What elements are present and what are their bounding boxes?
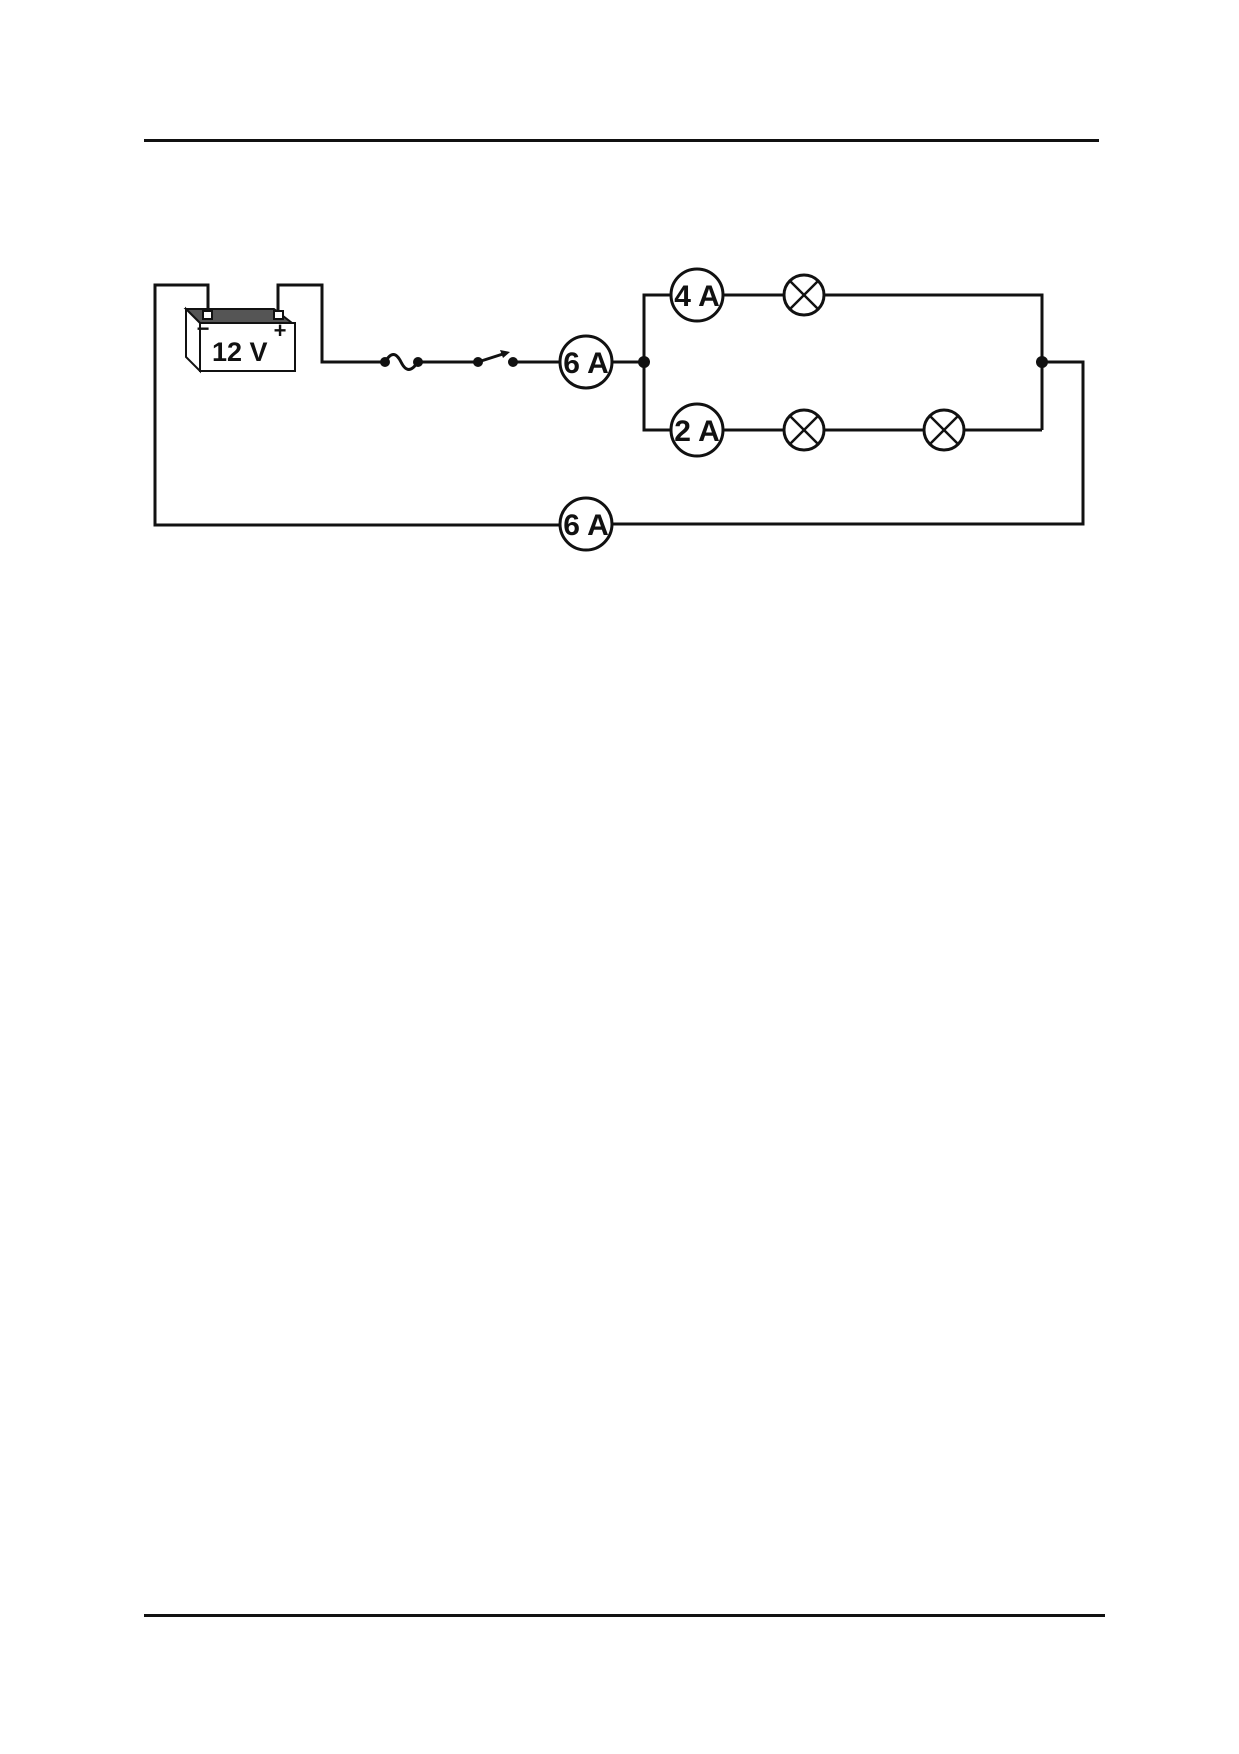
fuse-contact-left: [380, 357, 390, 367]
wire-return-line: [612, 360, 1085, 526]
ammeter-upper-branch: 4 A: [669, 267, 725, 323]
switch-lever-tip: [500, 350, 510, 358]
ammeter-lower-branch: 2 A: [669, 402, 725, 458]
switch-contact-left: [473, 357, 483, 367]
battery-positive-sign: +: [274, 318, 287, 343]
circuit-diagram: − + 12 V 6 A 4 A 2 A 6 A: [153, 267, 1085, 552]
ammeter-main: 6 A: [558, 334, 614, 390]
header-rule: [144, 139, 1099, 142]
ammeter-upper-reading: 4 A: [674, 280, 720, 313]
battery-negative-sign: −: [197, 316, 210, 341]
ammeter-return-line: 6 A: [558, 496, 614, 552]
wire-negative-lead: [153, 283, 560, 527]
switch: [473, 350, 518, 367]
battery-body: [199, 322, 296, 372]
junction-left: [638, 356, 650, 368]
wire-positive-lead: [276, 283, 385, 364]
wires: [153, 283, 1085, 527]
battery: − + 12 V: [183, 306, 296, 374]
switch-contact-right: [508, 357, 518, 367]
lamp-upper: [782, 273, 826, 317]
lamp-lower-right: [922, 408, 966, 452]
ammeter-main-reading: 6 A: [563, 347, 609, 380]
lamp-lower-left: [782, 408, 826, 452]
battery-voltage-label: 12 V: [212, 337, 268, 367]
footer-rule: [144, 1614, 1105, 1617]
junction-right: [1036, 356, 1048, 368]
fuse-contact-right: [413, 357, 423, 367]
battery-positive-terminal: [273, 310, 284, 320]
battery-negative-terminal: [202, 310, 213, 320]
wire-upper-branch-b: [823, 293, 1044, 430]
fuse: [380, 353, 423, 371]
ammeter-return-reading: 6 A: [563, 509, 609, 542]
ammeter-lower-reading: 2 A: [674, 415, 720, 448]
